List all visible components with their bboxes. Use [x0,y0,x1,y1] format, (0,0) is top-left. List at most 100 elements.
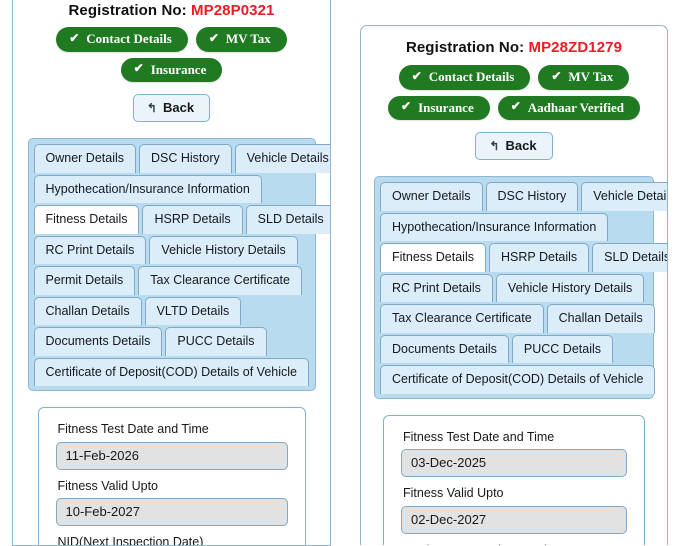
status-pill-row: ✔ Insurance [13,57,330,83]
check-icon: ✔ [401,99,412,114]
tab-rc-print-details[interactable]: RC Print Details [380,273,493,303]
status-badge-mv-tax[interactable]: ✔ MV Tax [195,27,287,52]
tab-owner-details[interactable]: Owner Details [380,182,483,211]
tab-row: Certificate of Deposit(COD) Details of V… [33,357,310,387]
tab-row: Hypothecation/Insurance Information [380,212,648,242]
panel-right-content: Registration No: MP28ZD1279 ✔ Contact De… [361,26,667,545]
check-icon: ✔ [133,61,144,76]
fitness-test-date-label: Fitness Test Date and Time [57,422,209,437]
fitness-test-date-input[interactable] [55,441,288,470]
next-inspection-date-label: NID(Next Inspection Date) [403,543,627,545]
tab-challan-details[interactable]: Challan Details [546,304,655,333]
fitness-valid-upto-input[interactable] [401,505,627,534]
fitness-details-form: Fitness Test Date and Time Fitness Valid… [383,414,645,545]
back-button-label: Back [162,100,195,116]
tab-list: Owner Details DSC History Vehicle Detail… [27,138,330,392]
tab-row: Owner Details DSC History Vehicle Detail… [380,182,667,211]
status-badge-label: MV Tax [225,31,271,46]
check-icon: ✔ [411,68,422,83]
status-badge-insurance[interactable]: ✔ Insurance [388,95,490,121]
tab-permit-details[interactable]: Permit Details [33,266,136,295]
vehicle-record-panel-left: Registration No: MP28P0321 ✔ Contact Det… [12,0,331,546]
comparison-screenshot: Registration No: MP28P0321 ✔ Contact Det… [12,0,668,546]
tab-challan-details[interactable]: Challan Details [33,296,142,326]
back-arrow-icon: ↰ [489,138,500,153]
fitness-valid-upto-label: Fitness Valid Upto [57,478,159,493]
registration-number: MP28ZD1279 [528,39,623,56]
tab-row: RC Print Details Vehicle History Details [380,273,648,303]
tab-vehicle-history-details[interactable]: Vehicle History Details [149,235,298,265]
fitness-valid-upto-label: Fitness Valid Upto [403,486,504,501]
tab-tax-clearance-certificate[interactable]: Tax Clearance Certificate [138,266,302,295]
tab-rc-print-details[interactable]: RC Print Details [33,235,147,265]
tab-dsc-history[interactable]: DSC History [485,182,579,211]
fitness-test-date-label: Fitness Test Date and Time [403,429,555,444]
fitness-test-date-input[interactable] [401,449,627,478]
tab-hypothecation-insurance-information[interactable]: Hypothecation/Insurance Information [33,174,262,204]
tab-owner-details[interactable]: Owner Details [33,144,136,173]
tab-row: Fitness Details HSRP Details SLD Details [33,205,330,234]
tab-vehicle-history-details[interactable]: Vehicle History Details [495,273,645,303]
tab-pucc-details[interactable]: PUCC Details [165,327,267,356]
tab-pucc-details[interactable]: PUCC Details [511,334,614,364]
registration-label: Registration No: [405,39,529,56]
tab-fitness-details[interactable]: Fitness Details [33,205,140,234]
tab-row: Challan Details VLTD Details [33,296,310,326]
back-button-row: ↰ Back [361,132,667,161]
status-badge-label: MV Tax [568,69,614,84]
tab-fitness-details[interactable]: Fitness Details [380,243,486,272]
status-badge-mv-tax[interactable]: ✔ MV Tax [538,65,630,90]
tab-sld-details[interactable]: SLD Details [245,205,330,234]
tab-tax-clearance-certificate[interactable]: Tax Clearance Certificate [380,304,544,333]
status-badge-label: Insurance [418,99,474,115]
status-badge-aadhaar-verified[interactable]: ✔ Aadhaar Verified [497,95,640,121]
back-arrow-icon: ↰ [146,100,157,115]
tab-row: Owner Details DSC History Vehicle Detail… [33,144,330,173]
status-pill-row: ✔ Contact Details ✔ MV Tax [13,27,330,52]
status-badge-label: Contact Details [428,69,515,84]
tab-row: Permit Details Tax Clearance Certificate [33,266,310,295]
status-pill-row: ✔ Contact Details ✔ MV Tax [361,65,667,90]
tab-documents-details[interactable]: Documents Details [380,334,509,364]
back-button-label: Back [505,138,537,154]
tab-row: RC Print Details Vehicle History Details [33,235,310,265]
status-badge-label: Contact Details [86,31,172,46]
tab-row: Hypothecation/Insurance Information [33,174,310,204]
tab-certificate-of-deposit-details[interactable]: Certificate of Deposit(COD) Details of V… [33,357,309,387]
status-badge-insurance[interactable]: ✔ Insurance [120,57,223,83]
tab-vehicle-details[interactable]: Vehicle Details [234,144,330,173]
tab-row: Documents Details PUCC Details [380,334,648,364]
tab-row: Certificate of Deposit(COD) Details of V… [380,365,656,394]
tab-hsrp-details[interactable]: HSRP Details [142,205,243,234]
tab-vehicle-details[interactable]: Vehicle Details [581,182,667,211]
fitness-valid-upto-input[interactable] [55,498,288,527]
status-pill-row: ✔ Insurance ✔ Aadhaar Verified [361,95,667,121]
back-button[interactable]: ↰ Back [132,94,211,123]
tab-dsc-history[interactable]: DSC History [139,144,232,173]
back-button[interactable]: ↰ Back [475,132,553,161]
tab-list: Owner Details DSC History Vehicle Detail… [374,176,667,399]
status-badge-contact-details[interactable]: ✔ Contact Details [56,27,188,52]
tab-row: Fitness Details HSRP Details SLD Details [380,243,667,272]
tab-certificate-of-deposit-details[interactable]: Certificate of Deposit(COD) Details of V… [380,365,656,394]
tab-hypothecation-insurance-information[interactable]: Hypothecation/Insurance Information [380,212,609,242]
page-title: Registration No: MP28P0321 [13,2,330,19]
panel-left-content: Registration No: MP28P0321 ✔ Contact Det… [13,0,330,545]
status-badge-label: Insurance [150,61,207,77]
next-inspection-date-label: NID(Next Inspection Date) [57,535,204,545]
vehicle-record-panel-right: Registration No: MP28ZD1279 ✔ Contact De… [360,25,668,545]
check-icon: ✔ [510,99,521,114]
tab-vltd-details[interactable]: VLTD Details [144,296,242,326]
tab-sld-details[interactable]: SLD Details [592,243,667,272]
check-icon: ✔ [208,30,219,45]
back-button-row: ↰ Back [13,94,330,123]
fitness-details-form: Fitness Test Date and Time Fitness Valid… [37,407,306,545]
tab-hsrp-details[interactable]: HSRP Details [488,243,590,272]
tab-row: Documents Details PUCC Details [33,327,310,356]
status-badge-contact-details[interactable]: ✔ Contact Details [398,65,531,90]
registration-label: Registration No: [68,2,192,19]
tab-documents-details[interactable]: Documents Details [33,327,163,356]
tab-row: Tax Clearance Certificate Challan Detail… [380,304,655,333]
registration-number: MP28P0321 [191,2,275,19]
status-badge-label: Aadhaar Verified [527,99,624,115]
